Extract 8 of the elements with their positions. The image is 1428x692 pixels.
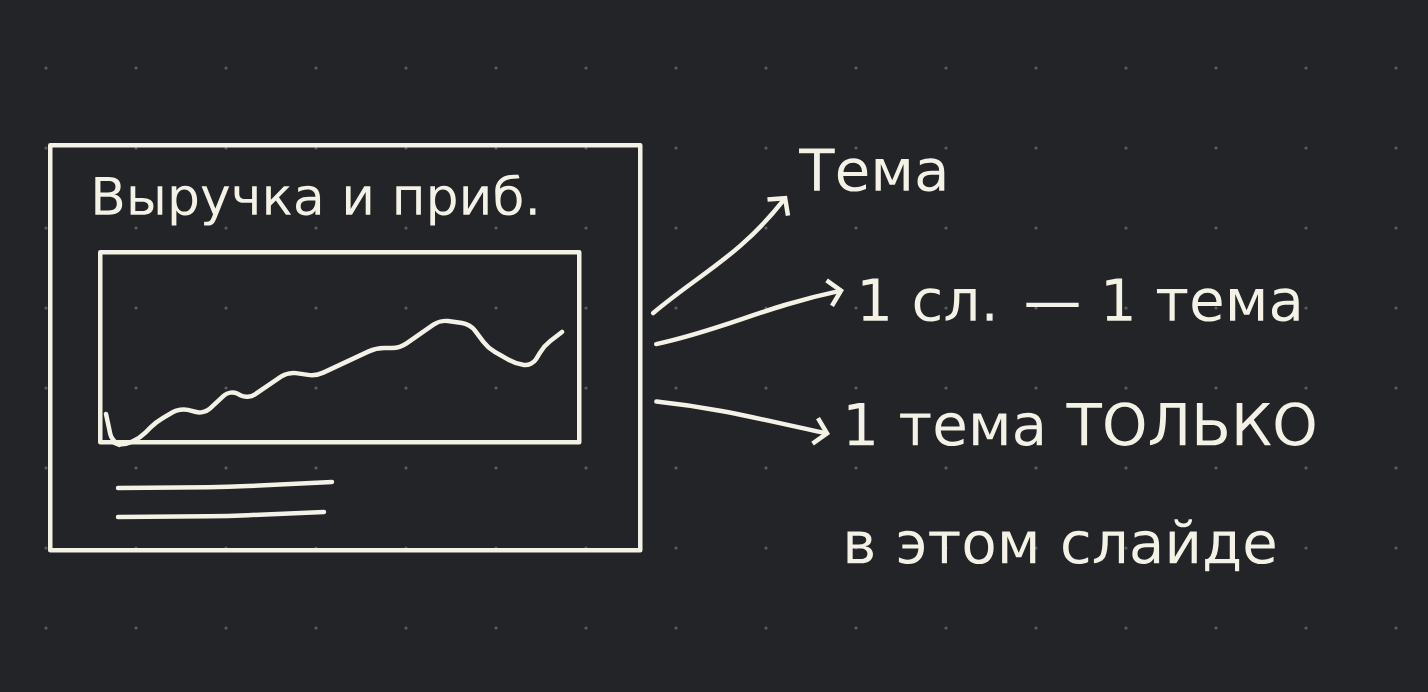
arrow — [651, 195, 791, 316]
note-text: Тема — [799, 148, 945, 192]
arrow — [654, 399, 830, 446]
slide-title: Выручка и приб. — [95, 174, 536, 226]
note-text: 1 сл. — 1 тема — [862, 278, 1299, 322]
arrow — [653, 278, 844, 347]
note-text: 1 тема ТОЛЬКО в этом слайде — [847, 402, 1315, 572]
chart-frame — [98, 250, 582, 445]
